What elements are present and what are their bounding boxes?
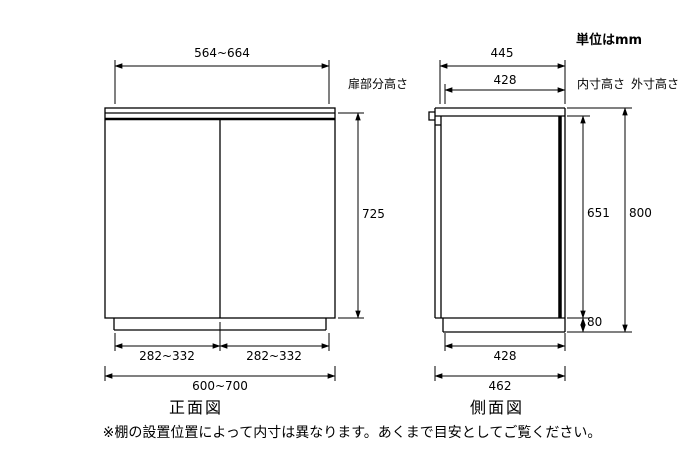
front-view-drawing	[104, 107, 336, 331]
side-view-drawing	[428, 107, 566, 333]
dim-side-inner-depth-top: 428	[493, 73, 517, 87]
dim-front-outer-width: 600~700	[192, 379, 248, 393]
label-inner-height: 内寸高さ	[577, 77, 626, 91]
dim-side-outer-depth: 462	[488, 379, 512, 393]
side-view-dimension-lines	[434, 60, 632, 381]
front-view-title: 正面図	[168, 398, 224, 417]
front-view-dimension-lines	[104, 60, 364, 381]
unit-label: 単位はmm	[576, 33, 643, 48]
dim-base-height: 80	[587, 315, 603, 329]
footer-note: ※棚の設置位置によって内寸は異なります。あくまで目安としてご覧ください。	[102, 425, 602, 441]
dim-door-height: 725	[362, 207, 385, 221]
dim-right-door-width: 282~332	[246, 349, 302, 363]
label-door-height: 扉部分高さ	[348, 77, 409, 91]
label-outer-height: 外寸高さ	[631, 77, 680, 91]
dim-side-inner-depth-bottom: 428	[493, 349, 517, 363]
dim-outer-height: 800	[629, 206, 652, 220]
dim-left-door-width: 282~332	[139, 349, 195, 363]
dim-front-inner-width: 564~664	[194, 46, 250, 60]
side-door-top-profile	[428, 111, 435, 121]
dim-side-top-depth: 445	[490, 46, 514, 60]
side-view-title: 側面図	[469, 398, 525, 417]
dim-inner-height: 651	[587, 206, 610, 220]
